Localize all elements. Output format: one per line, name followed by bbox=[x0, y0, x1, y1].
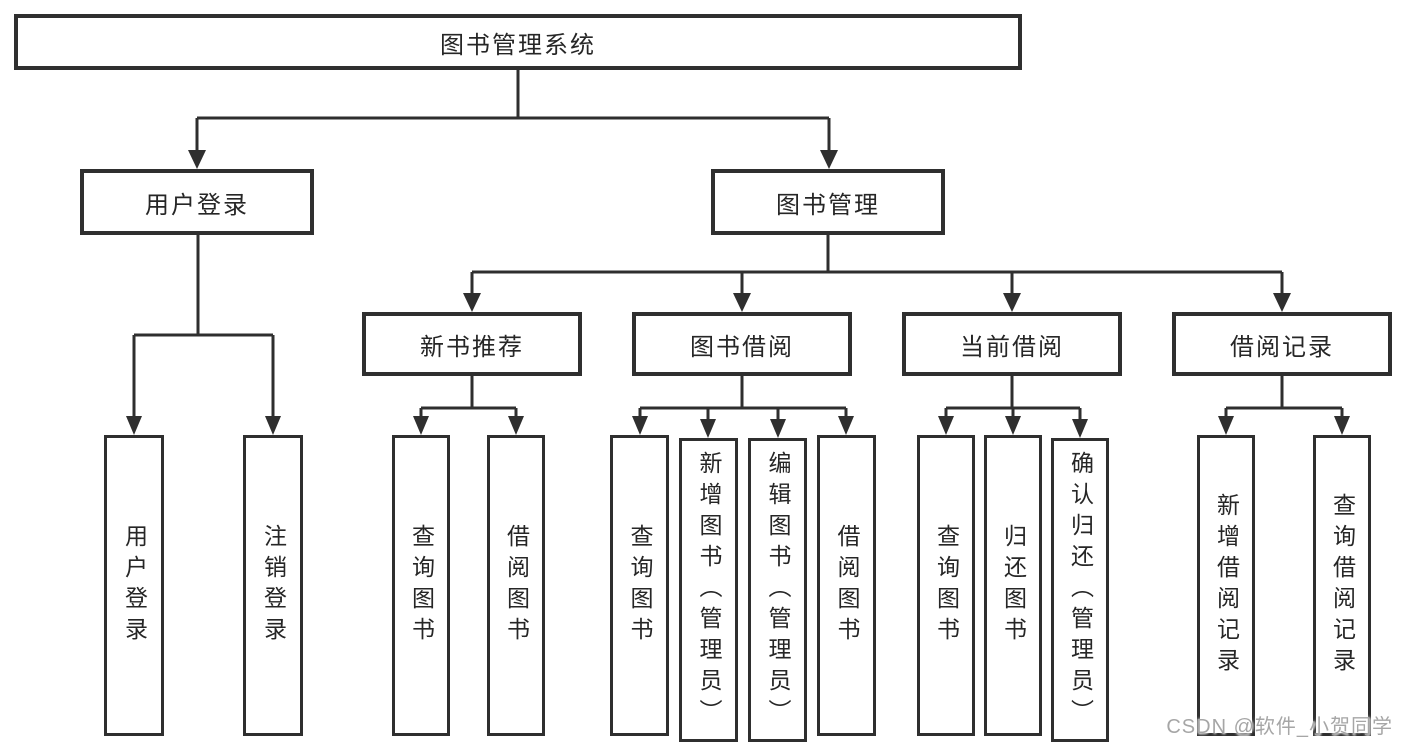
leaf-query-books-borrow: 查询图书 bbox=[610, 435, 669, 736]
leaf-label: 注销登录 bbox=[260, 523, 287, 648]
arrow-leaf-query-books-3 bbox=[938, 416, 954, 435]
leaf-label: 用户登录 bbox=[121, 523, 148, 648]
arrow-to-book-management bbox=[820, 150, 838, 169]
connector-book-borrow-children bbox=[638, 376, 848, 421]
leaf-edit-book-admin: 编辑图书（管理员） bbox=[748, 438, 807, 742]
leaf-label: 新增图书（管理员） bbox=[696, 450, 722, 730]
connector-new-book-children bbox=[419, 376, 518, 418]
arrow-to-new-book-recommend bbox=[463, 293, 481, 312]
node-user-login: 用户登录 bbox=[80, 169, 314, 235]
leaf-logout: 注销登录 bbox=[243, 435, 303, 736]
node-book-management: 图书管理 bbox=[711, 169, 945, 235]
arrowheads bbox=[126, 150, 1350, 438]
arrow-leaf-query-books-1 bbox=[413, 416, 429, 435]
leaf-add-borrow-record: 新增借阅记录 bbox=[1197, 435, 1255, 736]
leaf-label: 查询图书 bbox=[627, 523, 653, 648]
leaf-label: 查询图书 bbox=[933, 523, 960, 648]
connector-root-to-level2 bbox=[195, 70, 831, 152]
arrow-leaf-borrow-books-2 bbox=[838, 416, 854, 435]
connector-strokes bbox=[132, 70, 1344, 421]
arrow-leaf-return-book bbox=[1005, 416, 1021, 435]
leaf-label: 新增借阅记录 bbox=[1213, 492, 1240, 679]
node-label: 图书借阅 bbox=[690, 333, 794, 361]
leaf-query-books-current: 查询图书 bbox=[917, 435, 975, 736]
arrow-leaf-add-borrow-record bbox=[1218, 416, 1234, 435]
leaf-add-book-admin: 新增图书（管理员） bbox=[679, 438, 738, 742]
leaf-label: 查询图书 bbox=[408, 523, 435, 648]
arrow-leaf-logout bbox=[265, 416, 281, 435]
node-library-system: 图书管理系统 bbox=[14, 14, 1022, 70]
connector-user-login-children bbox=[132, 235, 275, 418]
leaf-label: 查询借阅记录 bbox=[1329, 492, 1356, 679]
leaf-label: 归还图书 bbox=[1000, 523, 1027, 648]
arrow-leaf-query-borrow-record bbox=[1334, 416, 1350, 435]
arrow-to-borrow-records bbox=[1273, 293, 1291, 312]
arrow-leaf-edit-book bbox=[770, 419, 786, 438]
node-label: 图书管理 bbox=[776, 191, 880, 219]
connector-book-management-to-level3 bbox=[470, 235, 1284, 295]
node-new-book-recommend: 新书推荐 bbox=[362, 312, 582, 376]
arrow-leaf-query-books-2 bbox=[632, 416, 648, 435]
arrow-leaf-confirm-return bbox=[1072, 419, 1088, 438]
node-label: 新书推荐 bbox=[420, 333, 524, 361]
leaf-query-borrow-record: 查询借阅记录 bbox=[1313, 435, 1371, 736]
arrow-to-user-login bbox=[188, 150, 206, 169]
node-current-borrow: 当前借阅 bbox=[902, 312, 1122, 376]
leaf-label: 编辑图书（管理员） bbox=[765, 450, 791, 730]
leaf-label: 借阅图书 bbox=[834, 523, 860, 648]
node-label: 借阅记录 bbox=[1230, 333, 1334, 361]
leaf-borrow-books-borrow: 借阅图书 bbox=[817, 435, 876, 736]
leaf-return-book: 归还图书 bbox=[984, 435, 1042, 736]
node-label: 当前借阅 bbox=[960, 333, 1064, 361]
leaf-user-login: 用户登录 bbox=[104, 435, 164, 736]
arrow-to-current-borrow bbox=[1003, 293, 1021, 312]
connector-current-borrow-children bbox=[944, 376, 1082, 421]
connector-borrow-records-children bbox=[1224, 376, 1344, 418]
node-label: 图书管理系统 bbox=[440, 31, 596, 59]
arrow-leaf-user-login bbox=[126, 416, 142, 435]
leaf-label: 借阅图书 bbox=[503, 523, 530, 648]
leaf-query-books-recommend: 查询图书 bbox=[392, 435, 450, 736]
leaf-label: 确认归还（管理员） bbox=[1067, 450, 1094, 730]
node-book-borrow: 图书借阅 bbox=[632, 312, 852, 376]
leaf-borrow-books-recommend: 借阅图书 bbox=[487, 435, 545, 736]
node-borrow-records: 借阅记录 bbox=[1172, 312, 1392, 376]
arrow-to-book-borrow bbox=[733, 293, 751, 312]
node-label: 用户登录 bbox=[145, 191, 249, 219]
arrow-leaf-borrow-books-1 bbox=[508, 416, 524, 435]
arrow-leaf-add-book bbox=[700, 419, 716, 438]
leaf-confirm-return-admin: 确认归还（管理员） bbox=[1051, 438, 1109, 742]
watermark: CSDN @软件_小贺同学 bbox=[1166, 716, 1393, 738]
